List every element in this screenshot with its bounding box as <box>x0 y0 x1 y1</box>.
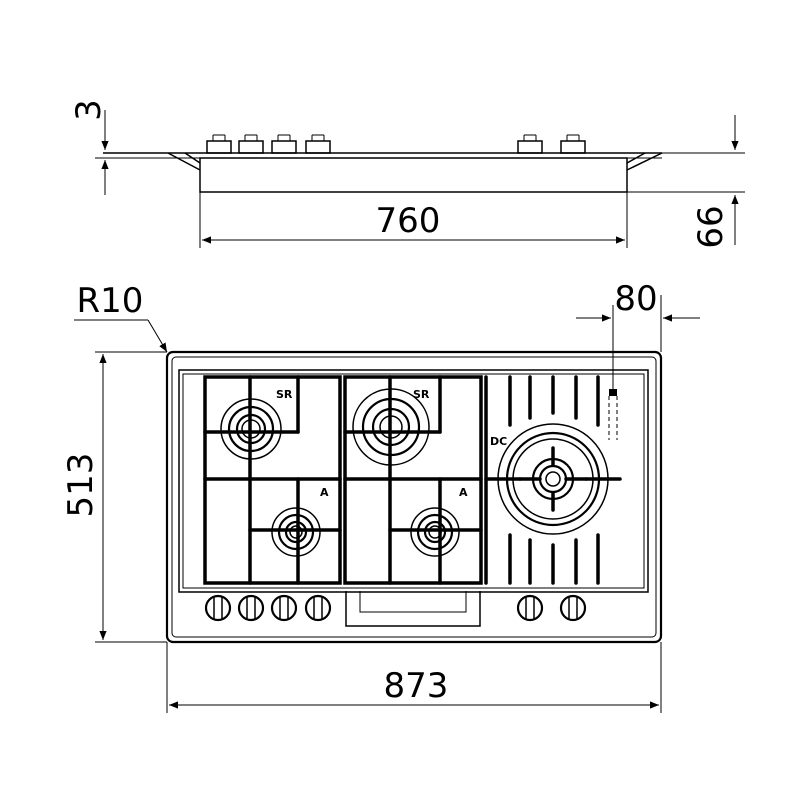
control-knob <box>237 594 265 622</box>
control-knobs <box>204 594 587 622</box>
control-knob <box>270 594 298 622</box>
burner-sr-middle: SR <box>352 388 430 466</box>
dimension-thickness-label: 3 <box>69 99 109 121</box>
gas-inlet-marker <box>608 389 618 440</box>
dimension-overall-depth: 513 <box>61 351 167 643</box>
dimension-cutout-width: 760 <box>199 192 628 248</box>
burner-sr-left: SR <box>220 388 293 460</box>
dimension-side-depth-label: 66 <box>691 205 731 248</box>
dimension-cutout-width-label: 760 <box>376 201 441 241</box>
control-knob <box>204 594 232 622</box>
control-panel <box>345 591 481 627</box>
dimension-side-depth: 66 <box>627 115 745 249</box>
burner-label: A <box>459 486 468 499</box>
side-view-left-flange <box>167 152 201 171</box>
side-knob <box>560 134 586 154</box>
dimension-overall-width-label: 873 <box>384 666 449 706</box>
side-knob <box>238 134 264 154</box>
burner-label: DC <box>490 435 507 448</box>
dimension-offset-right-label: 80 <box>614 279 657 319</box>
cooktop-tray <box>178 369 649 593</box>
side-knob <box>206 134 232 154</box>
hob-inner-frame <box>171 356 657 638</box>
dimension-overall-width: 873 <box>166 642 662 713</box>
burner-label: SR <box>276 388 293 401</box>
side-view-right-flange-inner <box>626 152 646 164</box>
control-knob <box>516 594 544 622</box>
dimension-thickness: 3 <box>69 99 170 195</box>
side-view-body <box>199 157 628 193</box>
side-knob <box>271 134 297 154</box>
burner-dc-right: DC <box>490 423 609 535</box>
dimension-corner-radius-label: R10 <box>77 281 144 321</box>
control-panel-recess-inner <box>359 591 467 613</box>
side-knob <box>305 134 331 154</box>
side-view-right-flange <box>626 152 663 171</box>
control-knob <box>304 594 332 622</box>
burner-a-left: A <box>271 486 329 557</box>
side-view-left-flange-inner <box>184 152 201 164</box>
hob-outer-frame <box>165 350 663 644</box>
pan-support-right <box>484 375 622 585</box>
cooktop-tray-inner <box>182 373 645 589</box>
side-knob <box>517 134 543 154</box>
burner-a-middle: A <box>410 486 468 557</box>
burner-label: A <box>320 486 329 499</box>
pan-support-left <box>203 375 342 585</box>
control-panel-recess <box>345 591 481 627</box>
control-knob <box>559 594 587 622</box>
side-view: 3 66 760 <box>69 99 745 249</box>
pan-support-middle <box>343 375 483 585</box>
plan-view: SR SR A A <box>61 279 700 713</box>
side-view-knob-stubs <box>206 134 586 154</box>
dimension-corner-radius: R10 <box>74 281 168 353</box>
dimension-overall-depth-label: 513 <box>61 453 101 518</box>
dimension-offset-right: 80 <box>576 279 700 389</box>
burner-label: SR <box>413 388 430 401</box>
